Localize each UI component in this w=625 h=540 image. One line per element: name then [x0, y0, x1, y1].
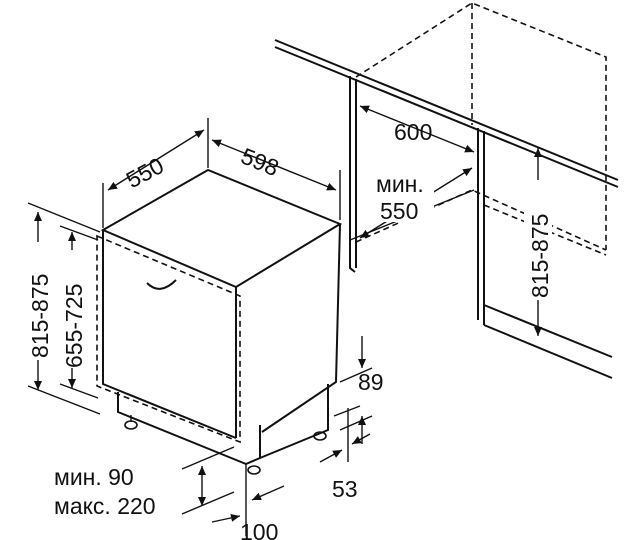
- dim-plinth-height: 89: [339, 336, 384, 444]
- dishwasher-feet: [124, 415, 327, 475]
- dim-plinth-max-label: макс. 220: [54, 493, 156, 519]
- dim-niche-height: 815-875: [524, 148, 553, 336]
- dim-height-label: 815-875: [27, 274, 53, 358]
- dim-niche-min: мин. 550: [359, 167, 473, 239]
- dim-height: 815-875: [24, 202, 101, 415]
- dim-niche-min-line2: 550: [380, 198, 418, 224]
- dishwasher-front: [102, 230, 237, 439]
- dim-depth: 550: [102, 118, 209, 228]
- dim-foot-offset: 53: [319, 405, 371, 502]
- door-handle: [146, 279, 177, 290]
- right-cabinet-panel: [477, 128, 613, 379]
- dim-plinth-min-label: мин. 90: [54, 464, 134, 490]
- dishwasher: [96, 168, 343, 480]
- dim-width-label: 598: [237, 143, 282, 181]
- dim-door-height-label: 655-725: [61, 284, 87, 368]
- countertop: [274, 39, 619, 188]
- dim-foot-offset-label: 53: [332, 476, 358, 502]
- dim-plinth-depth: 100: [211, 480, 285, 540]
- dim-plinth-range: мин. 90 макс. 220: [54, 446, 235, 519]
- dishwasher-side: [261, 223, 341, 433]
- dim-niche-depth: 600: [359, 105, 475, 153]
- door-panel-outline: [96, 234, 241, 444]
- dim-niche-height-label: 815-875: [527, 214, 553, 298]
- dim-niche-min-line1: мин.: [376, 171, 424, 197]
- dim-niche-depth-label: 600: [394, 119, 432, 145]
- kitchen-niche: [274, 2, 619, 379]
- dim-door-height: 655-725: [58, 225, 99, 399]
- dim-plinth-height-label: 89: [358, 369, 384, 395]
- plinth-left: [117, 392, 247, 465]
- dim-plinth-depth-label: 100: [240, 519, 278, 540]
- dim-depth-label: 550: [122, 152, 168, 193]
